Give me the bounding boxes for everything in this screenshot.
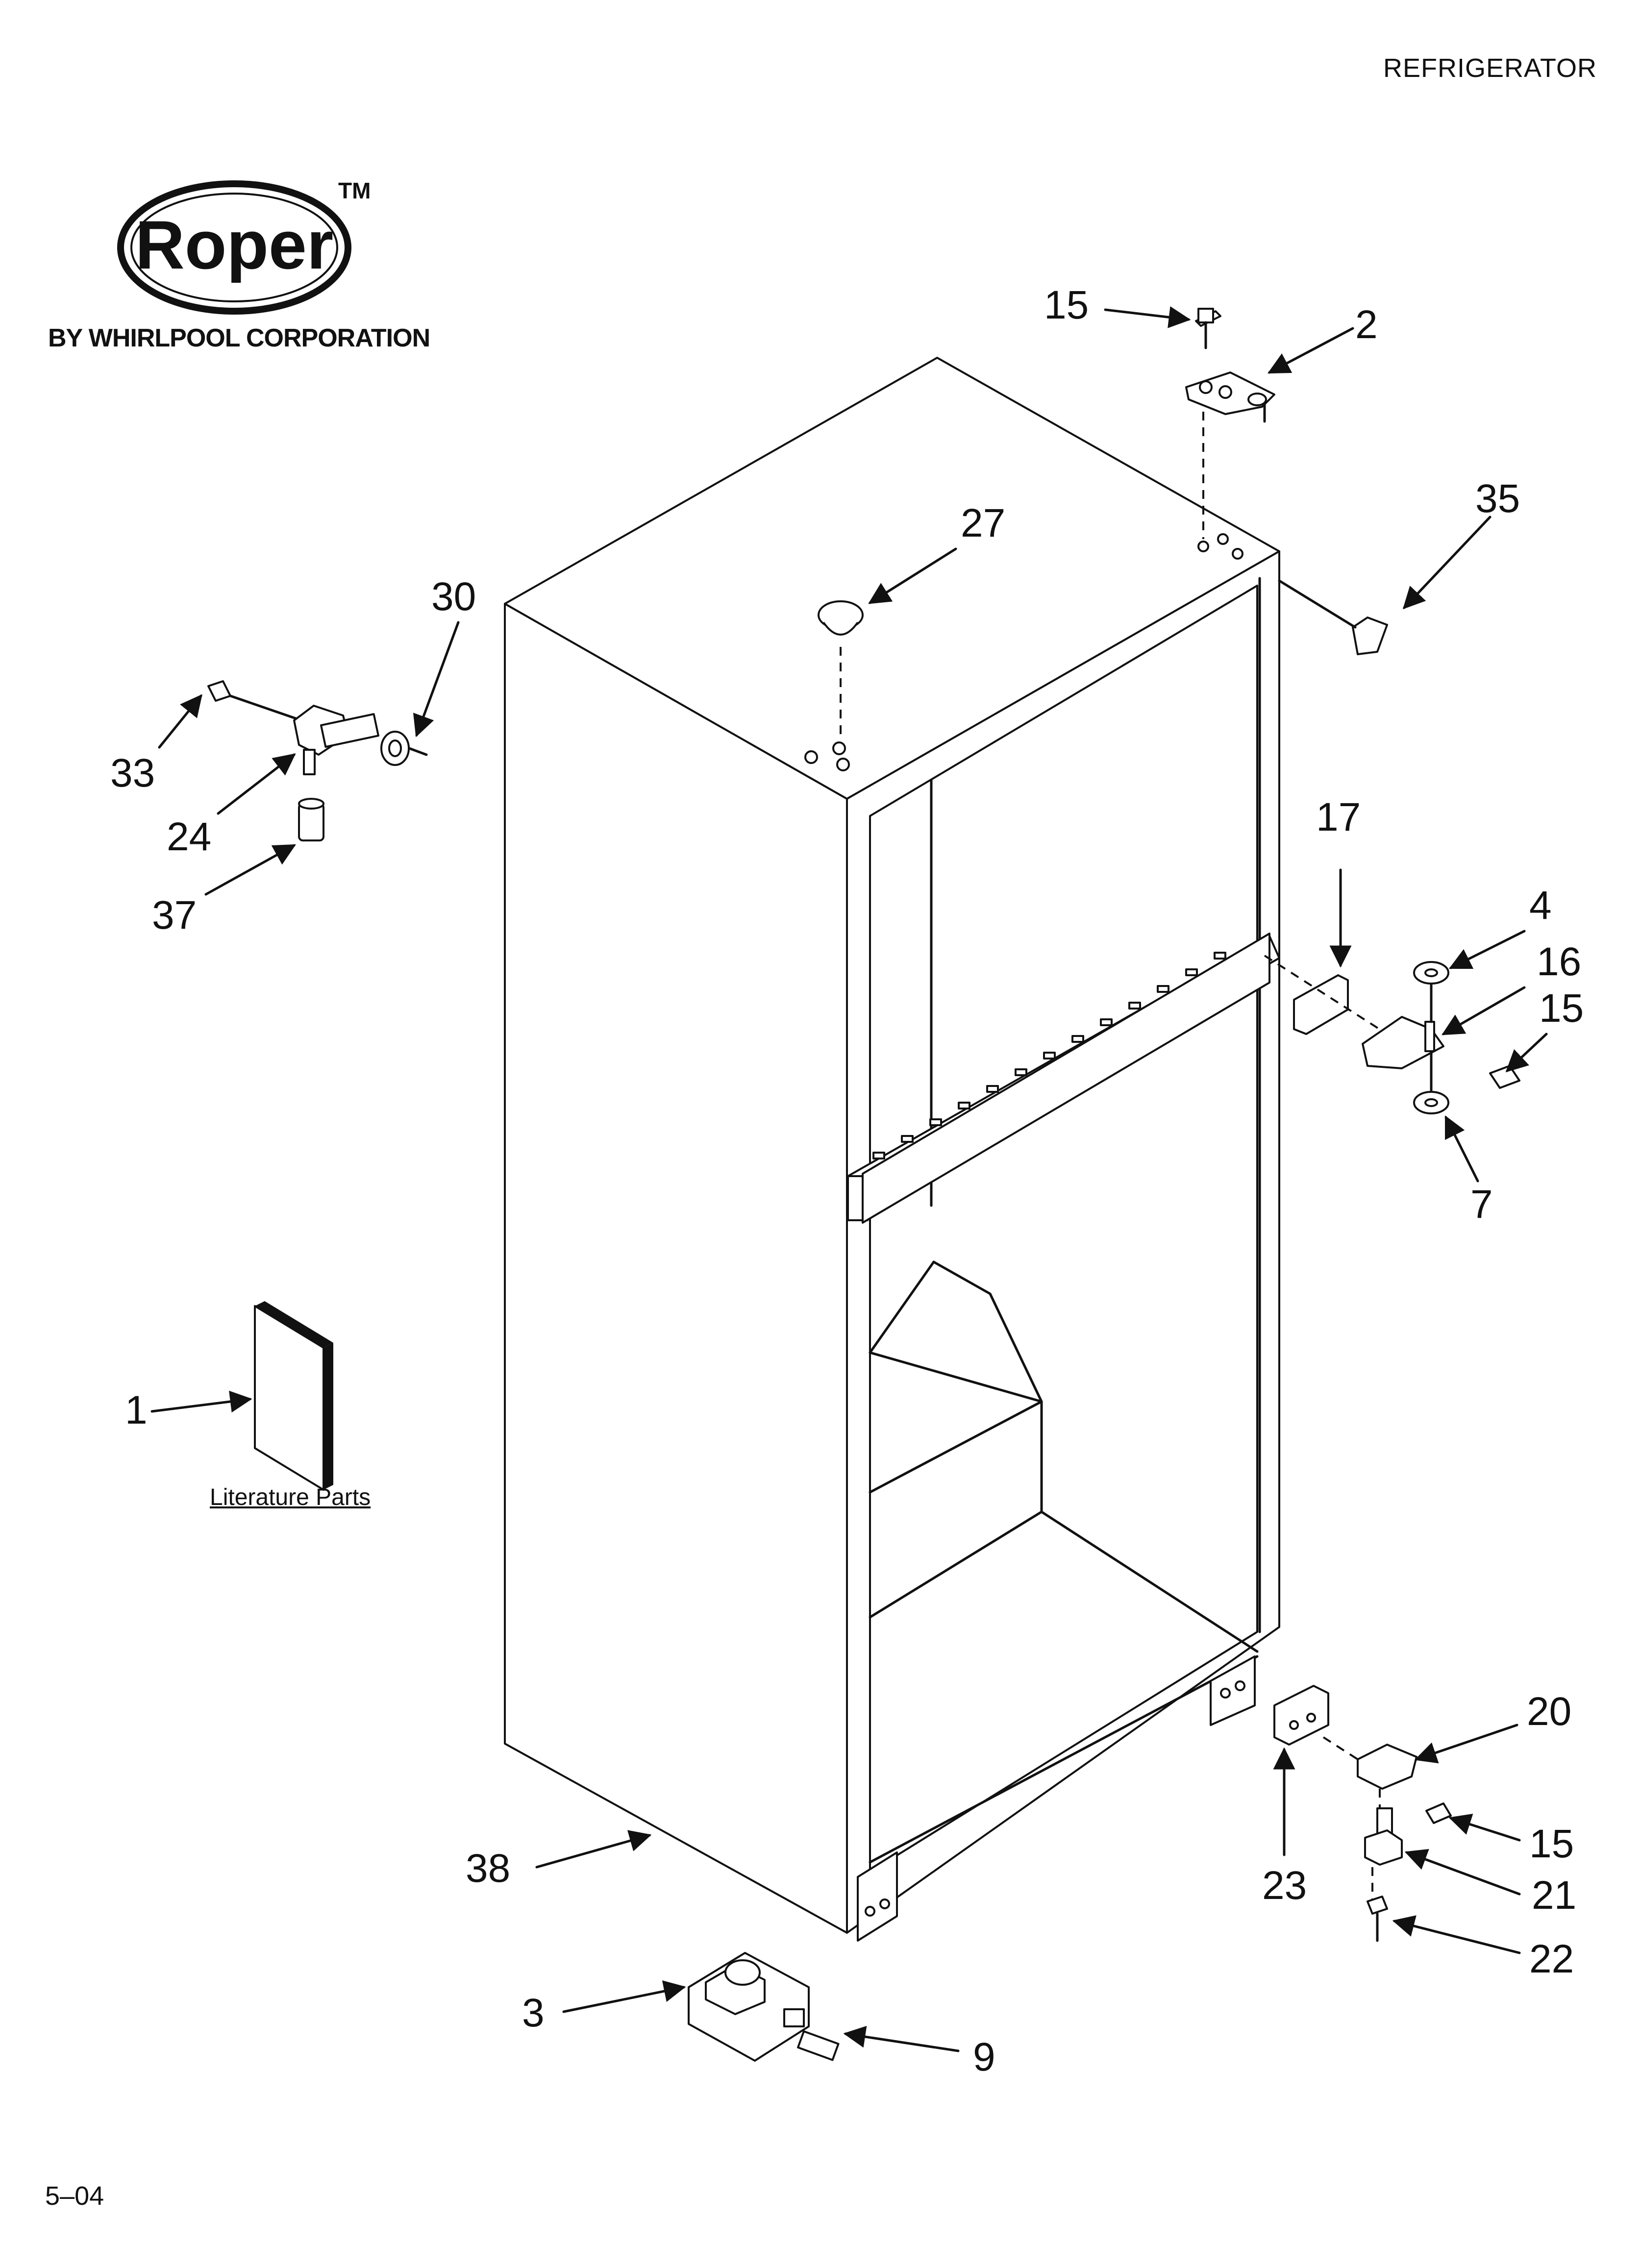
- callout-2: 2: [1355, 302, 1378, 347]
- roper-logo: Roper TM: [117, 178, 371, 315]
- callout-7: 7: [1470, 1182, 1493, 1227]
- top-hinge-assembly: [1185, 308, 1275, 539]
- leader-arrows: [150, 306, 1548, 2052]
- logo-wordmark: Roper: [135, 206, 333, 283]
- center-hinge-group: [1264, 955, 1520, 1114]
- callout-22: 22: [1529, 1937, 1574, 1981]
- callout-9: 9: [973, 2035, 995, 2079]
- callout-4: 4: [1529, 883, 1552, 928]
- brand-tagline: BY WHIRLPOOL CORPORATION: [48, 324, 430, 352]
- hinge-screw-head: [1197, 308, 1214, 323]
- callout-15-center: 15: [1539, 986, 1584, 1031]
- hinge-cover: [1278, 579, 1388, 655]
- callout-30: 30: [431, 574, 476, 619]
- callout-1: 1: [125, 1388, 148, 1432]
- callout-15-top: 15: [1044, 283, 1089, 327]
- leveling-roller-assembly: [688, 1952, 840, 2062]
- upper-hinge-pin-group: [207, 680, 428, 841]
- callout-20: 20: [1527, 1689, 1571, 1734]
- literature-caption: Literature Parts: [210, 1484, 371, 1510]
- callout-17: 17: [1316, 795, 1361, 839]
- top-plug: [818, 600, 864, 740]
- callout-16: 16: [1537, 939, 1581, 984]
- literature-booklet: [254, 1301, 333, 1491]
- callout-23: 23: [1262, 1863, 1307, 1908]
- callout-33: 33: [110, 751, 155, 795]
- refrigerator-cabinet: [504, 357, 1280, 1942]
- callout-24: 24: [167, 814, 211, 859]
- callout-27: 27: [961, 501, 1005, 545]
- lower-hinge-group: [1273, 1685, 1452, 1942]
- callout-38: 38: [466, 1846, 510, 1891]
- page-category: REFRIGERATOR: [1383, 53, 1597, 83]
- rail-slots: [872, 952, 1226, 1159]
- callout-labels: 15 2 35 27 30 33 24 37 17 4 16 15 7 1 20…: [110, 283, 1584, 2079]
- callout-21: 21: [1532, 1873, 1576, 1918]
- callout-35: 35: [1475, 476, 1520, 521]
- callout-15-lower: 15: [1529, 1822, 1574, 1866]
- footer-date-code: 5–04: [45, 2181, 104, 2211]
- callout-37: 37: [152, 893, 197, 937]
- trademark-mark: TM: [338, 178, 371, 203]
- callout-3: 3: [522, 1991, 545, 2035]
